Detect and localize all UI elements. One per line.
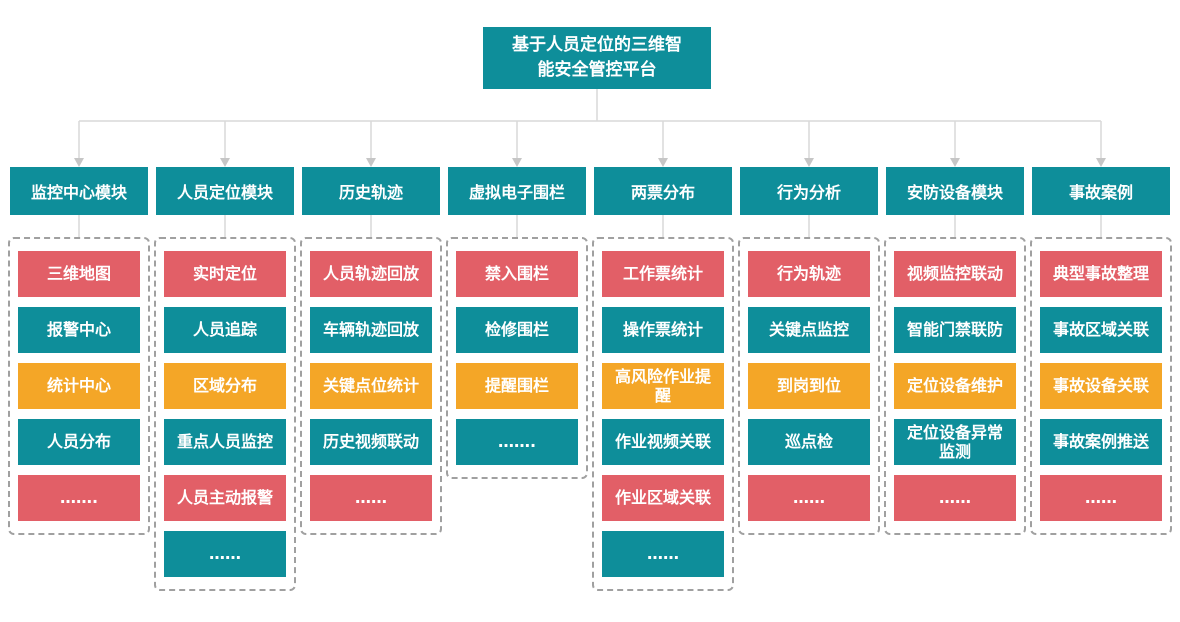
module-item: 车辆轨迹回放	[310, 307, 432, 353]
module-item: 报警中心	[18, 307, 140, 353]
module-item: 禁入围栏	[456, 251, 578, 297]
module-item: 历史视频联动	[310, 419, 432, 465]
module-item: 人员分布	[18, 419, 140, 465]
module-item: 统计中心	[18, 363, 140, 409]
module-item: 人员主动报警	[164, 475, 286, 521]
module-item: 巡点检	[748, 419, 870, 465]
module-items-box: 视频监控联动智能门禁联防定位设备维护定位设备异常监测 ……	[884, 237, 1026, 535]
module-items-box: 工作票统计操作票统计高风险作业提醒作业视频关联作业区域关联 ……	[592, 237, 734, 591]
module-items-box: 三维地图报警中心统计中心人员分布 …….	[8, 237, 150, 535]
module-column: 行为分析行为轨迹关键点监控到岗到位巡点检 ……	[738, 167, 880, 591]
module-item: 事故区域关联	[1040, 307, 1162, 353]
module-item: ……	[164, 531, 286, 577]
module-header: 安防设备模块	[886, 167, 1024, 215]
module-items-box: 人员轨迹回放车辆轨迹回放关键点位统计历史视频联动 ……	[300, 237, 442, 535]
module-item: 实时定位	[164, 251, 286, 297]
module-items-box: 行为轨迹关键点监控到岗到位巡点检 ……	[738, 237, 880, 535]
module-columns: 监控中心模块三维地图报警中心统计中心人员分布 ……. 人员定位模块实时定位人员追踪区…	[8, 167, 1172, 591]
module-item: 关键点位统计	[310, 363, 432, 409]
module-item: 检修围栏	[456, 307, 578, 353]
module-item: 定位设备维护	[894, 363, 1016, 409]
module-item: 典型事故整理	[1040, 251, 1162, 297]
module-item: 区域分布	[164, 363, 286, 409]
module-header: 行为分析	[740, 167, 878, 215]
module-header: 虚拟电子围栏	[448, 167, 586, 215]
module-item: 定位设备异常监测	[894, 419, 1016, 465]
diagram-title: 基于人员定位的三维智能安全管控平台	[483, 27, 711, 89]
module-item: 提醒围栏	[456, 363, 578, 409]
module-item: 重点人员监控	[164, 419, 286, 465]
module-column: 监控中心模块三维地图报警中心统计中心人员分布 …….	[8, 167, 150, 591]
module-header: 监控中心模块	[10, 167, 148, 215]
module-column: 两票分布工作票统计操作票统计高风险作业提醒作业视频关联作业区域关联 ……	[592, 167, 734, 591]
module-items-box: 禁入围栏检修围栏提醒围栏 …….	[446, 237, 588, 479]
module-item: 智能门禁联防	[894, 307, 1016, 353]
module-header: 历史轨迹	[302, 167, 440, 215]
module-item: 事故设备关联	[1040, 363, 1162, 409]
module-item: 到岗到位	[748, 363, 870, 409]
module-header: 两票分布	[594, 167, 732, 215]
module-item: 关键点监控	[748, 307, 870, 353]
module-item: 行为轨迹	[748, 251, 870, 297]
module-item: 视频监控联动	[894, 251, 1016, 297]
module-header: 事故案例	[1032, 167, 1170, 215]
module-item: …….	[456, 419, 578, 465]
module-items-box: 实时定位人员追踪区域分布重点人员监控人员主动报警 ……	[154, 237, 296, 591]
module-column: 虚拟电子围栏禁入围栏检修围栏提醒围栏 …….	[446, 167, 588, 591]
module-item: ……	[1040, 475, 1162, 521]
module-items-box: 典型事故整理事故区域关联事故设备关联事故案例推送 ……	[1030, 237, 1172, 535]
module-item: 人员轨迹回放	[310, 251, 432, 297]
module-column: 历史轨迹人员轨迹回放车辆轨迹回放关键点位统计历史视频联动 ……	[300, 167, 442, 591]
module-column: 事故案例典型事故整理事故区域关联事故设备关联事故案例推送 ……	[1030, 167, 1172, 591]
module-item: 工作票统计	[602, 251, 724, 297]
module-item: ……	[310, 475, 432, 521]
module-item: 事故案例推送	[1040, 419, 1162, 465]
module-item: 作业区域关联	[602, 475, 724, 521]
module-item: ……	[894, 475, 1016, 521]
module-item: ……	[748, 475, 870, 521]
module-column: 安防设备模块视频监控联动智能门禁联防定位设备维护定位设备异常监测 ……	[884, 167, 1026, 591]
module-item: 三维地图	[18, 251, 140, 297]
module-item: 作业视频关联	[602, 419, 724, 465]
module-header: 人员定位模块	[156, 167, 294, 215]
module-column: 人员定位模块实时定位人员追踪区域分布重点人员监控人员主动报警 ……	[154, 167, 296, 591]
module-item: …….	[18, 475, 140, 521]
module-item: 人员追踪	[164, 307, 286, 353]
module-item: 高风险作业提醒	[602, 363, 724, 409]
module-item: 操作票统计	[602, 307, 724, 353]
module-item: ……	[602, 531, 724, 577]
